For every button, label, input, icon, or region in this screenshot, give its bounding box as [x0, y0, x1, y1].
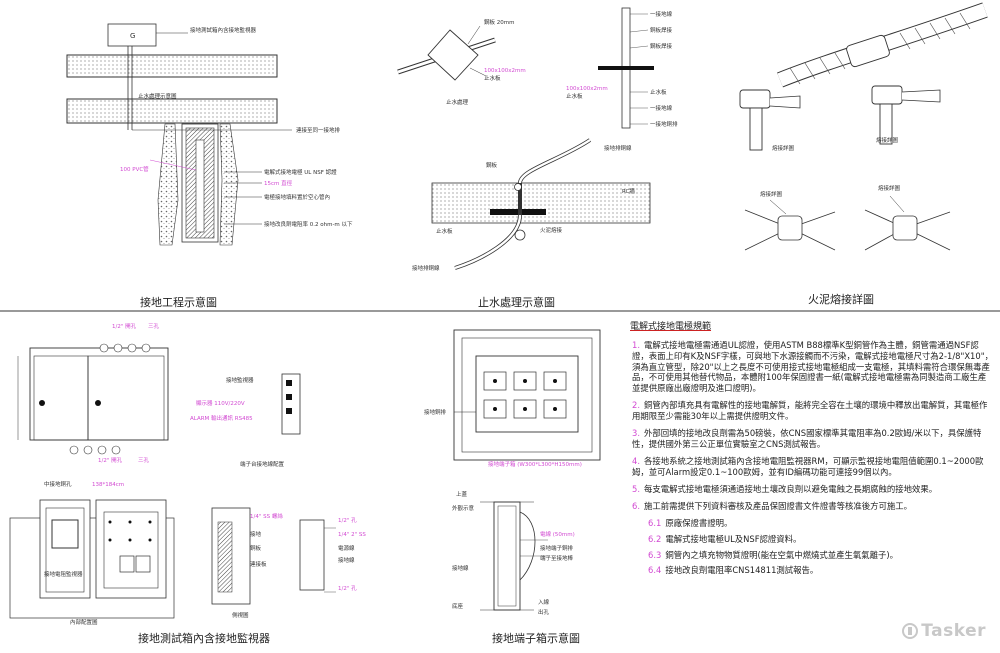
testbox-alarm: ALARM 輸出通訊 RS485 [190, 414, 253, 422]
spec-block: 電解式接地電極規範 1.電解式接地電極需通過UL認證，使用ASTM B88標準K… [626, 322, 994, 581]
testbox-monitor: 接地監視器 [226, 376, 254, 384]
waterproof-tag-2: 銅板焊接 [650, 26, 673, 34]
waterproof-weld-c: 火泥熔接 [540, 226, 563, 234]
terminal-box-diagram [453, 329, 601, 611]
spec-item-3: 3.外部回填的接地改良劑需為50磅裝，依CNS國家標準其電阻率為0.2歐姆/米以… [632, 428, 982, 450]
waterproof-tag-6: 一接地銅排 [650, 120, 678, 128]
testbox-hole-top-b: 三孔 [148, 322, 160, 330]
spec-item-1: 1.電解式接地電極需通過UL認證，使用ASTM B88標準K型銅管作為主體，銅管… [632, 339, 993, 394]
testbox-inner-title: 中接地銅孔 [44, 480, 72, 488]
waterproof-stop-a: 止水板 [484, 74, 501, 82]
watermark: Tasker [902, 621, 986, 641]
g-box-label: G [130, 32, 135, 40]
terminal-right-b: 接地端子銅排 [540, 544, 574, 552]
waterproof-tag-1: 一接地線 [650, 10, 673, 18]
grounding-bore-label: 15cm 直徑 [264, 179, 293, 187]
grounding-caption: 接地工程示意圖 [140, 295, 217, 309]
terminal-right-d: 入線 [538, 598, 550, 606]
testbox-hole-bot-b: 三孔 [138, 456, 150, 464]
waterproof-bottom-tag: 接地排銅線 [412, 264, 440, 272]
terminal-dimension: 接地端子箱 (W300*L300*H150mm) [488, 460, 582, 468]
grounding-fill-label: 電極接地填料置於空心管內 [264, 193, 330, 201]
terminal-side-a: 外觀示意 [452, 504, 475, 512]
spec-item-5: 5.每支電解式接地電極須通過接地土壤改良劑以避免電蝕之長期腐蝕的接地效果。 [632, 483, 938, 494]
testbox-side-view: 側視圖 [232, 611, 249, 619]
spec-item-6: 6.施工前需提供下列資料審核及產品保固證書文件證書等核准後方可施工。 [632, 500, 912, 511]
terminal-right-e: 出孔 [538, 608, 550, 616]
testbox-side-8: 1/2" 孔 [338, 584, 357, 592]
waterproof-steel-plate: 鋼板 20mm [484, 18, 514, 26]
grounding-connect-label: 連接至同一接地排 [296, 126, 341, 134]
welding-label-t-right: 熔接詳圖 [876, 136, 899, 144]
waterproof-plate-size-a: 100x100x2mm [484, 68, 526, 74]
spec-title: 電解式接地電極規範 [630, 322, 712, 332]
terminal-right-a: 電線 (50mm) [540, 530, 575, 538]
grounding-top-note: 接地測試箱內含接地監視器 [190, 26, 257, 34]
testbox-side-1: 接地 [250, 530, 262, 538]
terminal-side-c: 底座 [452, 602, 464, 610]
waterproof-cable-tag: 接地排銅線 [604, 144, 632, 152]
grounding-waterproof-label: 止水處理示意圖 [138, 92, 177, 100]
terminal-caption: 接地端子箱示意圖 [492, 631, 580, 645]
terminal-top-tag: 上蓋 [456, 490, 468, 498]
testbox-inner-size: 138*184cm [92, 482, 124, 488]
grounding-pipe-size: 100 PVC管 [120, 165, 149, 173]
testbox-side-3: 連接板 [250, 560, 267, 568]
spec-item-2: 2.銅管內部填充具有電解性的接地電解質，能將完全容在土壤的環境中釋放出電解質，其… [632, 400, 988, 422]
waterproof-caption: 止水處理示意圖 [478, 295, 555, 309]
testbox-hole-top-a: 1/2" 開孔 [112, 322, 137, 330]
welding-caption: 火泥熔接詳圖 [808, 292, 874, 306]
waterproof-steel-tag: 鋼板 [486, 161, 498, 169]
welding-label-x-left: 熔接詳圖 [760, 190, 783, 198]
watermark-text: Tasker [921, 621, 986, 641]
welding-label-t-left: 熔接詳圖 [772, 144, 795, 152]
test-box-diagram [9, 343, 336, 619]
grounding-diagram: G [66, 23, 292, 246]
testbox-hole-bot-a: 1/2" 開孔 [98, 456, 123, 464]
tasker-logo-icon [902, 623, 919, 639]
testbox-side-2: 銅板 [250, 544, 262, 552]
waterproof-tag-4: 止水板 [650, 88, 667, 96]
waterproof-stop-c: 止水板 [436, 227, 453, 235]
testbox-power: 顯示器 110V/220V [196, 400, 245, 407]
testbox-side-5: 1/4" 2" SS [338, 532, 366, 538]
waterproof-plate-size-b: 100x100x2mm [566, 86, 608, 92]
waterproof-diagram [397, 7, 654, 270]
waterproof-stop-left: 止水處理 [446, 98, 469, 106]
terminal-side-b: 接地線 [452, 564, 469, 572]
terminal-cu-bar: 接地銅排 [424, 408, 447, 416]
waterproof-tag-5: 一接地線 [650, 104, 673, 112]
testbox-side-7: 接地線 [338, 556, 355, 564]
spec-item-4: 4.各接地系統之接地測試箱內含接地電阻監視器RM，可顯示監視接地電阻值範圍0.1… [632, 455, 984, 477]
waterproof-tag-3: 鋼板焊接 [650, 42, 673, 50]
testbox-inner-monitor: 接地電阻監視器 [44, 570, 83, 578]
testbox-ss-label: 1/4" SS 螺絲 [250, 512, 283, 520]
welding-label-x-right: 熔接詳圖 [878, 184, 901, 192]
testbox-side-4: 1/2" 孔 [338, 516, 357, 524]
testbox-side-6: 電源線 [338, 544, 355, 552]
testbox-inner-view: 內部配置圖 [70, 618, 98, 626]
testbox-caption: 接地測試箱內含接地監視器 [138, 631, 270, 645]
testbox-terminal-panel: 端子台接地線配置 [240, 460, 285, 468]
waterproof-stop-b: 止水板 [566, 92, 583, 100]
welding-diagram [739, 2, 988, 251]
grounding-test-label: 接地改良劑電阻率 0.2 ohm-m 以下 [264, 220, 353, 228]
grounding-electrode-label: 電解式接地電極 UL NSF 認證 [264, 168, 337, 176]
waterproof-rc-wall: RC牆 [622, 187, 635, 195]
terminal-right-c: 端子至接地棒 [540, 554, 574, 562]
